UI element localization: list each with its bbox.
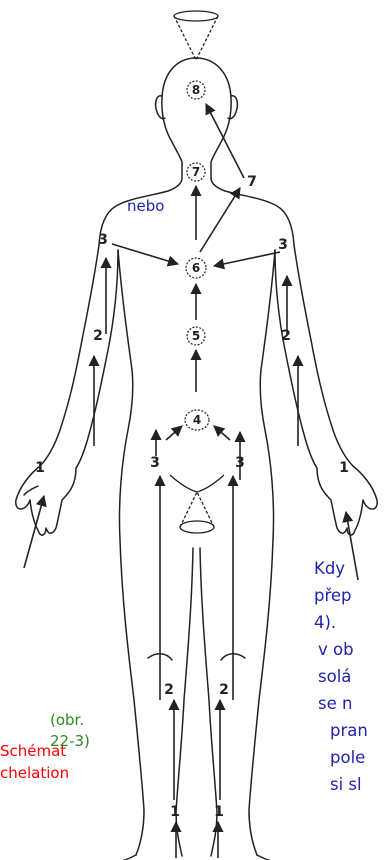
node-6-label: 6 [192, 261, 200, 275]
label-neck-7: 7 [247, 174, 257, 190]
node-7-label: 7 [192, 165, 200, 179]
crown-cone [174, 11, 218, 60]
arrow-right-shoulder-to-6 [214, 252, 280, 266]
node-4-label: 4 [193, 413, 201, 427]
label-right-knee-2: 2 [219, 682, 229, 698]
node-6: 6 [186, 258, 206, 278]
label-left-knee-2: 2 [164, 682, 174, 698]
text-line: přep [314, 582, 388, 609]
label-left-foot-1: 1 [170, 804, 180, 820]
label-right-arm-2: 2 [281, 328, 291, 344]
label-right-foot-1: 1 [214, 804, 224, 820]
chakra-nodes: 8 7 6 5 4 [185, 81, 209, 430]
node-5-label: 5 [192, 329, 200, 343]
arrow-left-shoulder-to-6 [112, 244, 178, 264]
label-left-arm-3: 3 [98, 232, 108, 248]
text-line: pran [314, 717, 388, 744]
scheme-title: Schémat chelation [0, 740, 120, 784]
label-left-hand-1: 1 [35, 460, 45, 476]
text-line: se n [314, 690, 388, 717]
arrow-left-hip-to-4 [166, 426, 182, 440]
text-line: si sl [314, 771, 388, 798]
alt-path-label: nebo [127, 198, 164, 215]
text-line: solá [314, 663, 388, 690]
text-line: v ob [314, 636, 388, 663]
label-right-arm-3: 3 [278, 237, 288, 253]
arrow-right-hip-to-4 [214, 426, 230, 440]
text-line: pole [314, 744, 388, 771]
label-left-hip-3: 3 [150, 455, 160, 471]
arrow-neck-to-6 [200, 188, 240, 252]
arrow-left-hand [24, 496, 44, 568]
node-4: 4 [185, 410, 209, 430]
label-right-hip-3: 3 [235, 455, 245, 471]
node-8: 8 [187, 81, 205, 99]
body-text-fragment: Kdy přep 4). v ob solá se n pran pole si… [314, 555, 388, 798]
groin-cone [170, 475, 224, 533]
text-line: Kdy [314, 555, 388, 582]
node-5: 5 [187, 327, 205, 345]
label-left-arm-2: 2 [93, 328, 103, 344]
label-right-hand-1: 1 [339, 460, 349, 476]
text-line: 4). [314, 609, 388, 636]
node-8-label: 8 [192, 83, 200, 97]
node-7: 7 [187, 163, 205, 181]
